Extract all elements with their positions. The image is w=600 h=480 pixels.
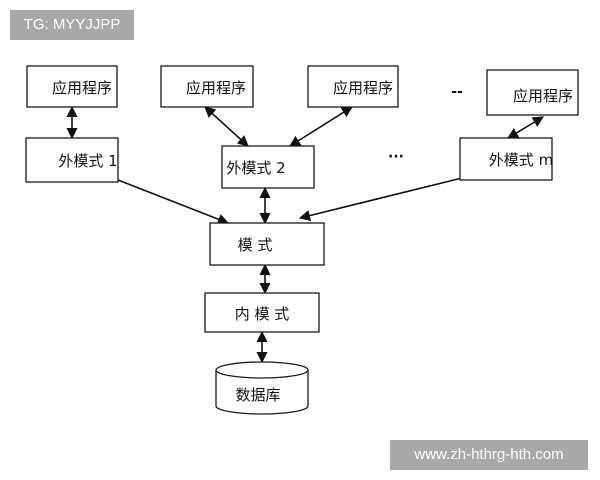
node-ext1: 外模式 1 <box>25 137 119 183</box>
node-app3-label: 应用程序 <box>333 79 393 97</box>
node-app1-label: 应用程序 <box>52 79 112 97</box>
node-database: 数据库 <box>215 361 309 415</box>
edge-extm-schema <box>298 177 463 222</box>
node-app2: 应用程序 <box>160 65 254 108</box>
node-internal: 内 模 式 <box>204 292 320 333</box>
node-ext2: 外模式 2 <box>221 145 315 189</box>
node-ext2-label: 外模式 2 <box>226 159 285 177</box>
node-extm: 外模式 m <box>459 137 553 181</box>
edge-app2-ext2 <box>204 106 249 147</box>
node-database-label: 数据库 <box>235 386 280 404</box>
node-app4-label: 应用程序 <box>513 87 573 105</box>
node-ext1-label: 外模式 1 <box>58 152 117 170</box>
node-app4: 应用程序 <box>486 69 579 116</box>
node-app3: 应用程序 <box>307 65 399 108</box>
ellipsis-apps: -- <box>451 84 463 100</box>
edge-app4-extm <box>507 116 544 139</box>
node-app2-label: 应用程序 <box>186 79 246 97</box>
edge-app3-ext2 <box>289 106 353 147</box>
node-internal-label: 内 模 式 <box>235 305 290 323</box>
node-app1: 应用程序 <box>26 65 118 108</box>
watermark-bottom-right: www.zh-hthrg-hth.com <box>390 440 588 470</box>
ellipsis-externals: ··· <box>388 149 404 165</box>
edge-ext1-schema <box>117 179 230 225</box>
node-extm-label: 外模式 m <box>489 151 553 169</box>
watermark-top-left: TG: MYYJJPP <box>10 10 134 40</box>
node-schema: 模 式 <box>209 222 325 266</box>
node-schema-label: 模 式 <box>238 236 273 254</box>
